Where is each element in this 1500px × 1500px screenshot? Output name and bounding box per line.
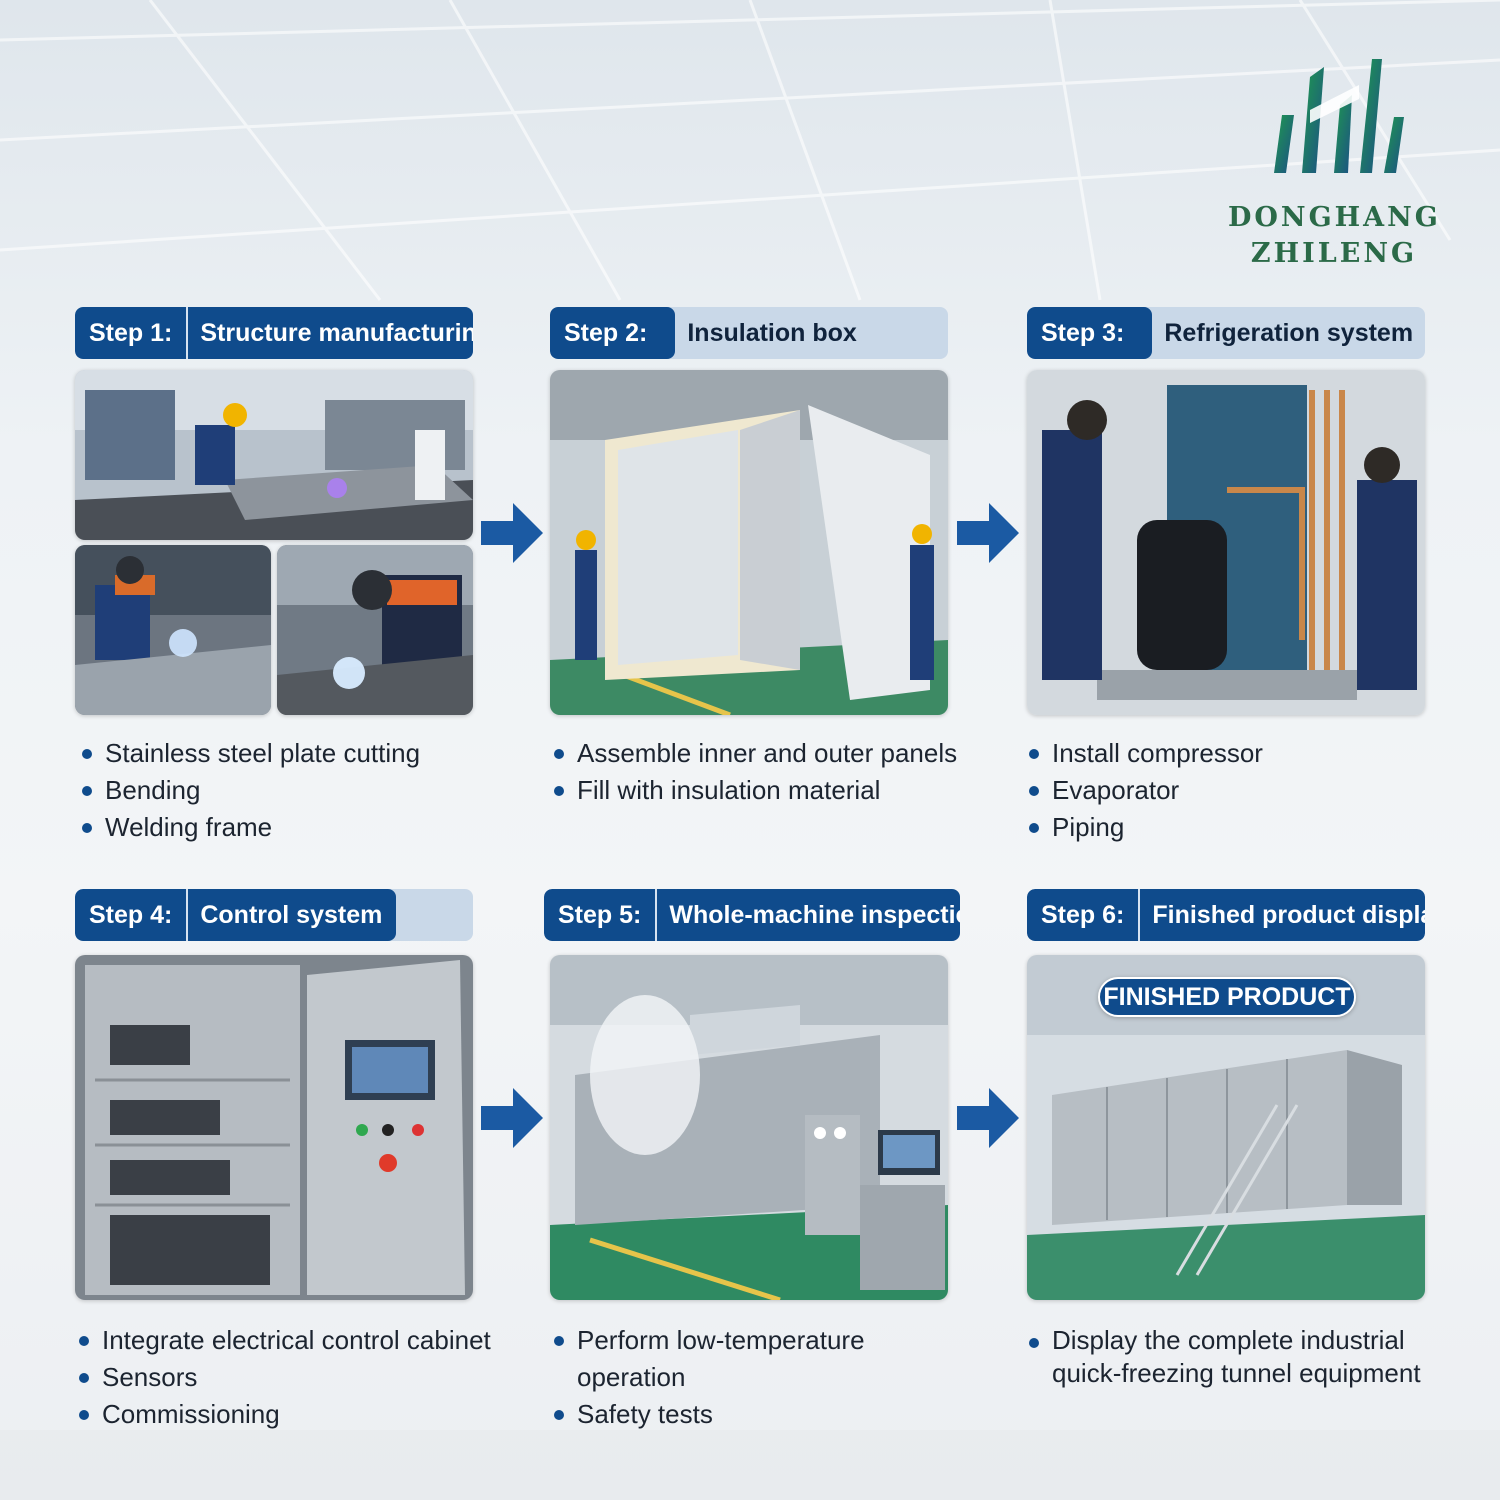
step-1-title: Structure manufacturing (200, 318, 473, 347)
step-5-title: Whole-machine inspection (669, 900, 960, 929)
step-2-bullet-2: Fill with insulation material (550, 772, 970, 809)
step-4-bullet-1: Integrate electrical control cabinet (75, 1322, 495, 1359)
step-5-header: Step 5: Whole-machine inspection (544, 889, 960, 941)
step-1-photo-laser-cutting (75, 370, 473, 540)
step-4-bullet-2: Sensors (75, 1359, 495, 1396)
step-3-header: Step 3: Refrigeration system (1027, 307, 1425, 359)
step-4-header: Step 4: Control system (75, 889, 473, 941)
right-arrow-icon (481, 503, 543, 563)
step-1-header: Step 1: Structure manufacturing (75, 307, 473, 359)
brand-name-line1: DONGHANG (1228, 202, 1441, 233)
step-4-number: Step 4: (89, 889, 189, 941)
step-1-bullet-3: Welding frame (78, 809, 478, 846)
brand-logo: DONGHANG ZHILENG (1228, 55, 1440, 270)
step-4-title: Control system (200, 900, 383, 929)
step-5-bullets: Perform low-temperature operation Safety… (550, 1322, 980, 1433)
step-5-photo-inspection (550, 955, 948, 1300)
right-arrow-icon (957, 1088, 1019, 1148)
step-1-photo-welding-a (75, 545, 271, 715)
step-1-bullet-2: Bending (78, 772, 478, 809)
step-2-photo-insulation-box (550, 370, 948, 715)
right-arrow-icon (481, 1088, 543, 1148)
step-1-bullet-1: Stainless steel plate cutting (78, 735, 478, 772)
right-arrow-icon (957, 503, 1019, 563)
finished-product-badge: FINISHED PRODUCT (1098, 977, 1356, 1017)
step-3-title: Refrigeration system (1164, 318, 1414, 347)
step-3-bullet-1: Install compressor (1025, 735, 1425, 772)
step-3-number: Step 3: (1041, 318, 1125, 347)
step-6-bullet-1: Display the complete industrial quick-fr… (1025, 1324, 1425, 1390)
step-1-bullets: Stainless steel plate cutting Bending We… (78, 735, 478, 846)
step-6-bullets: Display the complete industrial quick-fr… (1025, 1324, 1425, 1390)
step-4-bullets: Integrate electrical control cabinet Sen… (75, 1322, 495, 1433)
step-5-bullet-1: Perform low-temperature operation (550, 1322, 980, 1396)
step-6-title: Finished product display (1152, 900, 1425, 929)
step-3-photo-compressor (1027, 370, 1425, 715)
brand-name-line2: ZHILENG (1250, 238, 1418, 269)
step-1-photo-welding-b (277, 545, 473, 715)
step-2-title: Insulation box (687, 318, 857, 347)
step-2-header: Step 2: Insulation box (550, 307, 948, 359)
step-3-bullet-2: Evaporator (1025, 772, 1425, 809)
step-3-bullets: Install compressor Evaporator Piping (1025, 735, 1425, 846)
step-1-number: Step 1: (89, 307, 189, 359)
step-4-bullet-3: Commissioning (75, 1396, 495, 1433)
step-2-bullets: Assemble inner and outer panels Fill wit… (550, 735, 970, 809)
step-6-number: Step 6: (1041, 889, 1141, 941)
step-2-number: Step 2: (564, 318, 648, 347)
step-3-bullet-3: Piping (1025, 809, 1425, 846)
step-6-header: Step 6: Finished product display (1027, 889, 1425, 941)
step-5-number: Step 5: (558, 889, 658, 941)
step-2-bullet-1: Assemble inner and outer panels (550, 735, 970, 772)
step-6-photo-finished-tunnel (1027, 955, 1425, 1300)
building-bars-logo-icon (1274, 59, 1404, 173)
step-4-photo-control-cabinet (75, 955, 473, 1300)
step-5-bullet-2: Safety tests (550, 1396, 980, 1433)
